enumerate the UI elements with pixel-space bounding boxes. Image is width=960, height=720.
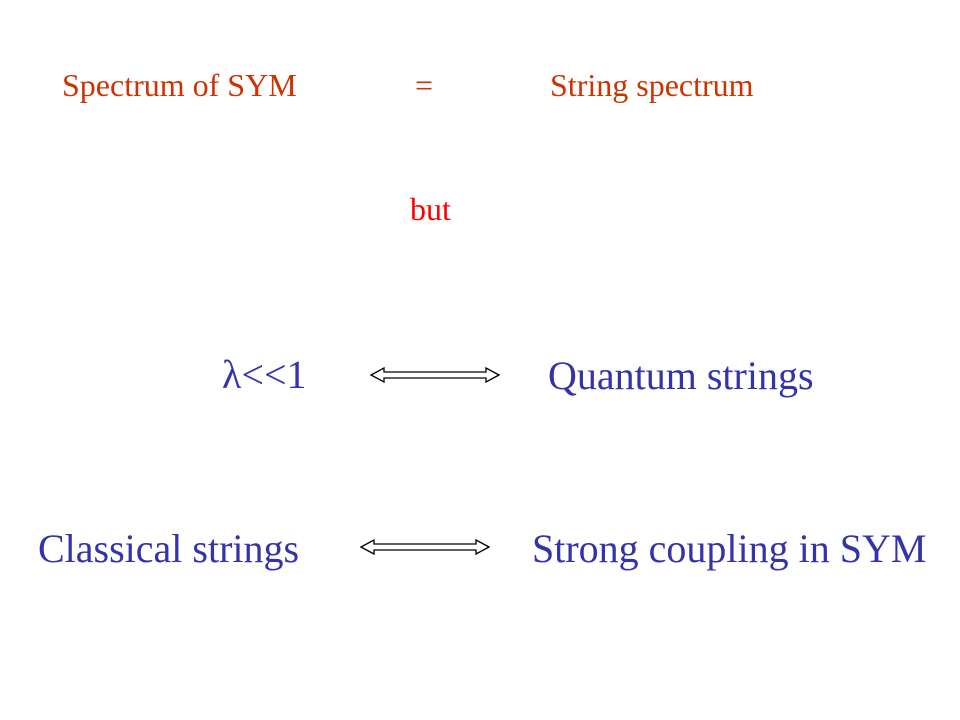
lambda-condition-text: λ<<1 — [222, 352, 307, 397]
double-headed-arrow-icon — [370, 366, 500, 384]
but-text: but — [410, 191, 451, 227]
double-headed-arrow-icon — [360, 538, 490, 556]
header-equals-sign: = — [415, 67, 434, 103]
classical-strings-text: Classical strings — [38, 526, 300, 571]
header-right-text: String spectrum — [550, 67, 754, 103]
header-left-text: Spectrum of SYM — [62, 67, 297, 103]
quantum-strings-text: Quantum strings — [548, 353, 814, 398]
strong-coupling-text: Strong coupling in SYM — [532, 526, 927, 571]
